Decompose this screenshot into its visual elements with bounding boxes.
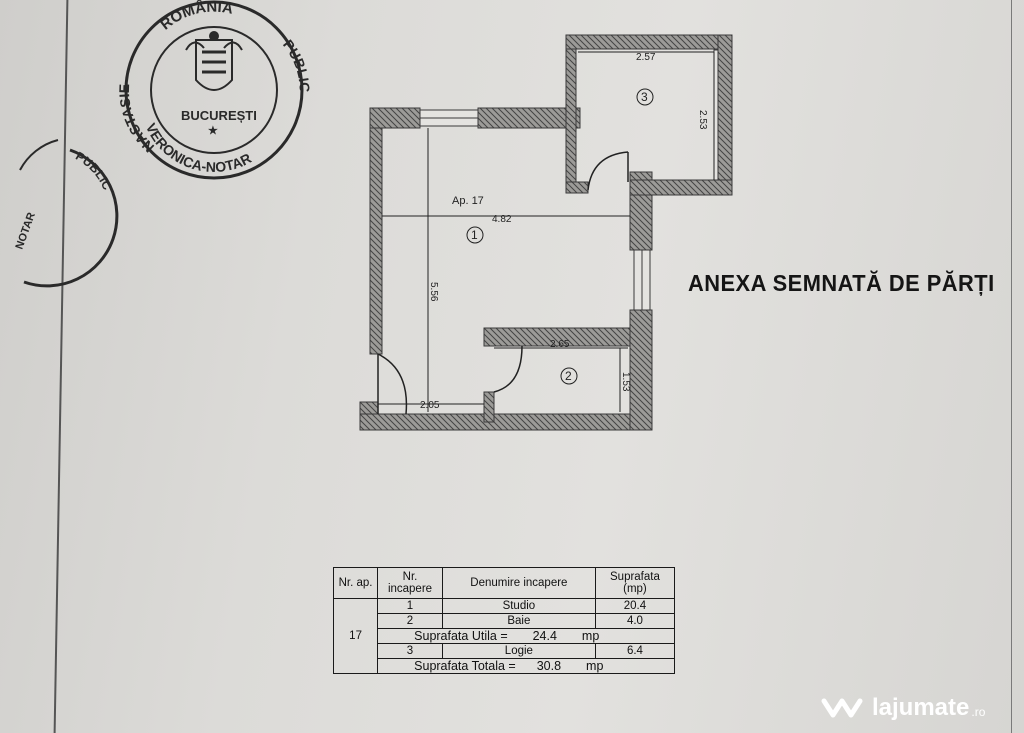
table-row: 2 Baie 4.0 [334,613,676,629]
total-area-row: Suprafata Totala = 30.8 mp [334,658,675,674]
useful-area-cell: Suprafata Utila = 24.4 mp [377,628,675,644]
loggia-name-cell: Logie [441,643,596,659]
total-area-cell: Suprafata Totala = 30.8 mp [377,658,675,674]
svg-text:1: 1 [471,228,478,242]
area-table: Nr. ap. Nr. incapere Denumire incapere S… [332,567,676,674]
windows [419,49,719,311]
watermark-tld: .ro [971,705,986,719]
watermark-brand: lajumate [872,694,970,721]
doors [377,151,629,415]
room-name-cell: Studio [441,598,596,614]
room-nr-cell: 1 [377,598,443,614]
dim-room2-width: 2.65 [550,339,570,350]
right-edge-line [1011,0,1012,733]
dim-room1-length: 5.56 [428,282,439,302]
room-nr-cell: 2 [377,613,443,629]
useful-area-row: Suprafata Utila = 24.4 mp [334,628,675,644]
apartment-number-cell: 17 [332,598,379,674]
dim-entrance-width: 2.05 [420,400,440,411]
svg-text:2: 2 [565,369,572,383]
total-area-unit: mp [586,659,604,673]
room-marker-1: 1 [466,226,484,244]
useful-area-unit: mp [581,629,600,643]
heart-logo-icon [821,698,863,718]
dim-room1-width: 4.82 [492,214,512,225]
walls [359,34,733,431]
room-name-cell: Baie [441,613,596,629]
partial-stamp-text: PUBLIC [73,149,114,193]
header-suprafata: Suprafata (mp) [594,567,676,599]
apartment-label: Ap. 17 [452,195,484,207]
dim-room2-length: 1.53 [620,372,631,392]
useful-area-label: Suprafata Utila = [414,629,508,643]
stamp-star-icon: ★ [208,125,218,137]
room-area-cell: 4.0 [594,613,676,629]
partial-stamp-text-2: NOTAR [14,211,38,251]
table-row: 3 Logie 6.4 [334,643,676,659]
svg-text:3: 3 [641,90,648,104]
coat-of-arms-icon [185,31,243,91]
dim-room3-width: 2.57 [636,52,656,63]
table-header-row: Nr. ap. Nr. incapere Denumire incapere S… [332,567,676,599]
header-nr-ap: Nr. ap. [332,567,379,599]
partial-stamp: PUBLIC NOTAR [14,139,119,288]
annex-title: ANEXA SEMNATĂ DE PĂRȚI [688,270,995,296]
loggia-nr-cell: 3 [377,643,443,659]
notary-stamp: ROMÂNIA NASTASIE VERONICA-NOTAR PUBLIC B… [116,0,313,180]
loggia-area-cell: 6.4 [594,643,676,659]
useful-area-value: 24.4 [532,629,557,643]
room-marker-2: 2 [560,367,578,385]
watermark: lajumate .ro [820,690,1020,726]
dim-room3-length: 2.53 [697,110,708,130]
header-denumire: Denumire incapere [441,567,596,599]
total-area-value: 30.8 [536,659,562,673]
stamp-right-text: PUBLIC [280,37,313,93]
header-nr-incapere: Nr. incapere [377,567,443,599]
room-marker-3: 3 [636,88,654,106]
table-row: 17 1 Studio 20.4 [332,598,676,674]
dimension-lines [378,51,715,412]
total-area-label: Suprafata Totala = [414,659,516,673]
stamp-city: BUCUREȘTI [181,108,257,123]
room-area-cell: 20.4 [594,598,676,614]
